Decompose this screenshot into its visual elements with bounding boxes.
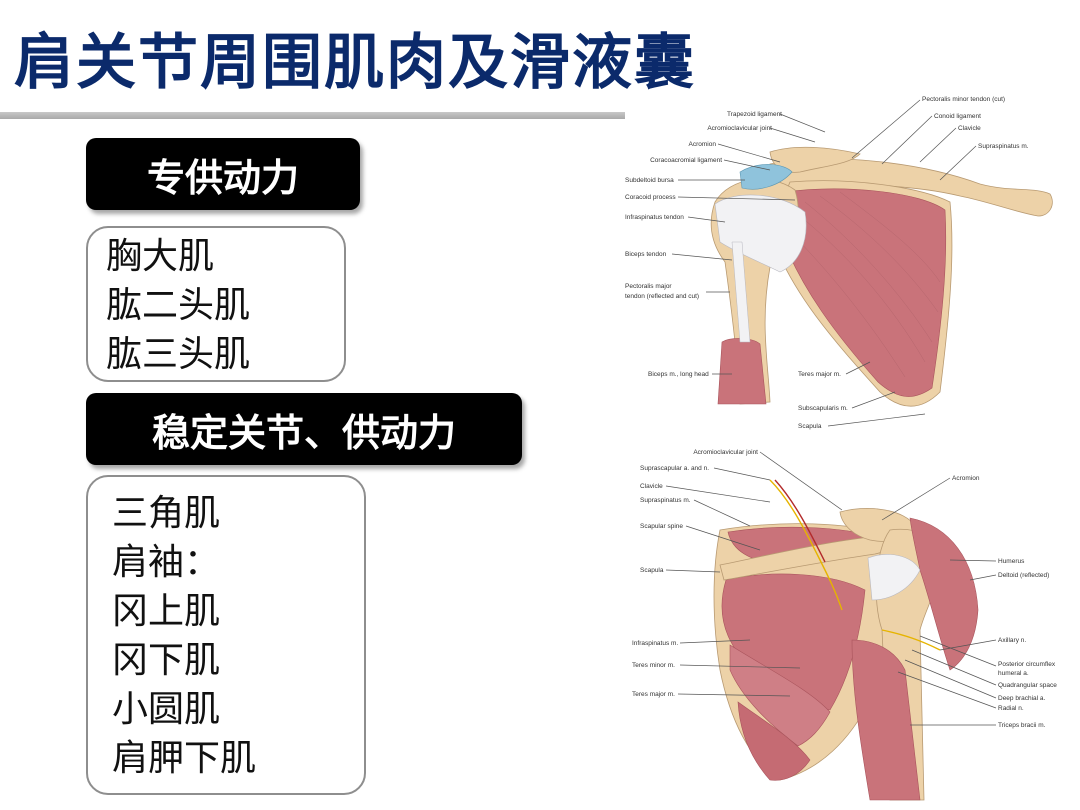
label: Acromioclavicular joint: [707, 125, 772, 132]
label: humeral a.: [998, 670, 1029, 677]
label: Coracoacromial ligament: [650, 157, 722, 164]
tendon-shape: [867, 554, 921, 601]
label: Supraspinatus m.: [978, 143, 1029, 150]
nerve-shape: [769, 479, 843, 611]
list-item: 小圆肌: [112, 689, 221, 730]
shoulder-posterior-illustration: Acromioclavicular joint Suprascapular a.…: [632, 449, 1057, 801]
list-item: 肱三头肌: [106, 334, 251, 375]
page-title: 肩关节周围肌肉及滑液囊: [14, 28, 696, 98]
label: Deltoid (reflected): [998, 572, 1049, 579]
label: Trapezoid ligament: [727, 111, 782, 118]
list-item: 肱二头肌: [106, 285, 251, 326]
list-item: 冈上肌: [112, 591, 221, 632]
biceps-shape: [717, 338, 767, 405]
label: Supraspinatus m.: [640, 497, 691, 504]
label: Acromion: [952, 475, 980, 482]
label: Pectoralis major: [625, 283, 672, 290]
label: Suprascapular a. and n.: [640, 465, 709, 472]
label: Teres major m.: [632, 691, 675, 698]
label: Teres minor m.: [632, 662, 675, 669]
label: Scapula: [640, 567, 664, 574]
title-divider: [0, 112, 625, 119]
label: Biceps m., long head: [648, 371, 709, 378]
bursa-shape: [739, 164, 793, 190]
label: Posterior circumflex: [998, 661, 1056, 668]
section2-heading: 稳定关节、供动力: [86, 393, 522, 465]
label: Humerus: [998, 558, 1025, 565]
section1-list: 胸大肌 肱二头肌 肱三头肌: [86, 226, 346, 382]
biceps-tendon-shape: [731, 241, 751, 343]
label: Acromioclavicular joint: [693, 449, 758, 456]
label: Subscapularis m.: [798, 405, 848, 412]
label: Infraspinatus tendon: [625, 214, 684, 221]
label: Quadrangular space: [998, 682, 1057, 689]
nerve-shape: [881, 629, 941, 651]
infraspinatus-shape: [721, 573, 866, 711]
label: Subdeltoid bursa: [625, 177, 674, 184]
label: Coracoid process: [625, 194, 676, 201]
label: Scapular spine: [640, 523, 683, 530]
tendon-shape: [714, 194, 807, 273]
deltoid-shape: [909, 517, 979, 671]
section2-list: 三角肌 肩袖： 冈上肌 冈下肌 小圆肌 肩胛下肌: [86, 475, 366, 795]
label: Conoid ligament: [934, 113, 981, 120]
label: Axillary n.: [998, 637, 1026, 644]
label: Teres major m.: [798, 371, 841, 378]
label: Deep brachial a.: [998, 695, 1046, 702]
label: Triceps bracii m.: [998, 722, 1046, 729]
list-item: 三角肌: [112, 493, 221, 534]
label: Infraspinatus m.: [632, 640, 678, 647]
label: Acromion: [689, 141, 717, 148]
label: Pectoralis minor tendon (cut): [922, 96, 1005, 103]
label: Biceps tendon: [625, 251, 667, 258]
list-item: 冈下肌: [112, 640, 221, 681]
label: Clavicle: [640, 483, 663, 490]
label: Scapula: [798, 423, 822, 430]
list-item: 肩袖：: [112, 542, 221, 583]
label: Radial n.: [998, 705, 1024, 712]
section1-heading: 专供动力: [86, 138, 360, 210]
label: Clavicle: [958, 125, 981, 132]
teres-major-shape: [737, 701, 811, 781]
list-item: 肩胛下肌: [112, 738, 257, 779]
subscapularis-shape: [779, 188, 947, 397]
shoulder-anterior-illustration: Trapezoid ligament Acromioclavicular joi…: [625, 96, 1053, 430]
list-item: 胸大肌: [106, 236, 215, 277]
triceps-shape: [851, 639, 921, 801]
label: tendon (reflected and cut): [625, 293, 699, 300]
artery-shape: [774, 479, 826, 563]
